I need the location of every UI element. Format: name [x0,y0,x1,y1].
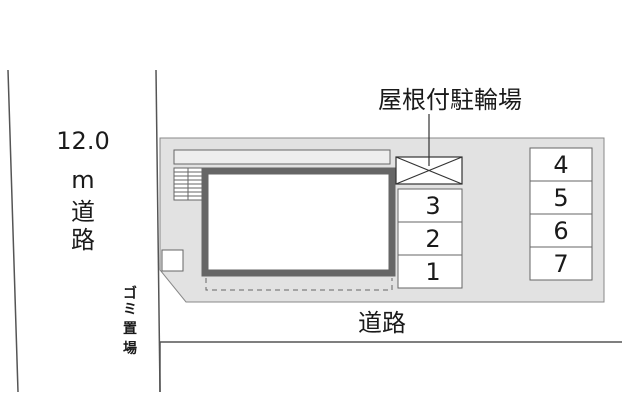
road-width-unit: m [71,166,94,194]
left-road-name-char2: 路 [71,226,95,254]
staircase [173,167,203,201]
building [201,167,396,277]
left-road-inner-line [155,69,161,393]
parking-space-2: 2 [425,225,440,253]
garbage-label-char4: 場 [123,340,137,357]
garbage-label-char1: ゴ [123,285,137,302]
parking-space-5: 5 [553,184,568,212]
bike-shelter-box [395,156,463,185]
garbage-label-char2: ミ [123,302,137,318]
walkway-strip [173,149,391,165]
parking-block-right [529,147,593,281]
parking-space-1: 1 [425,258,440,286]
parking-space-4: 4 [553,151,568,179]
left-road-name-char1: 道 [71,198,95,226]
garbage-area-box [161,249,184,272]
parking-space-6: 6 [553,217,568,245]
parking-space-7: 7 [553,250,568,278]
parking-block-center [397,188,463,289]
bike-shelter-label: 屋根付駐輪場 [378,86,522,114]
left-road-outer-line [7,69,19,393]
bottom-road-line [159,341,622,392]
bottom-road-label: 道路 [358,309,406,337]
parking-space-3: 3 [425,192,440,220]
road-width-value: 12.0 [56,127,109,155]
garbage-label-char3: 置 [123,320,137,337]
